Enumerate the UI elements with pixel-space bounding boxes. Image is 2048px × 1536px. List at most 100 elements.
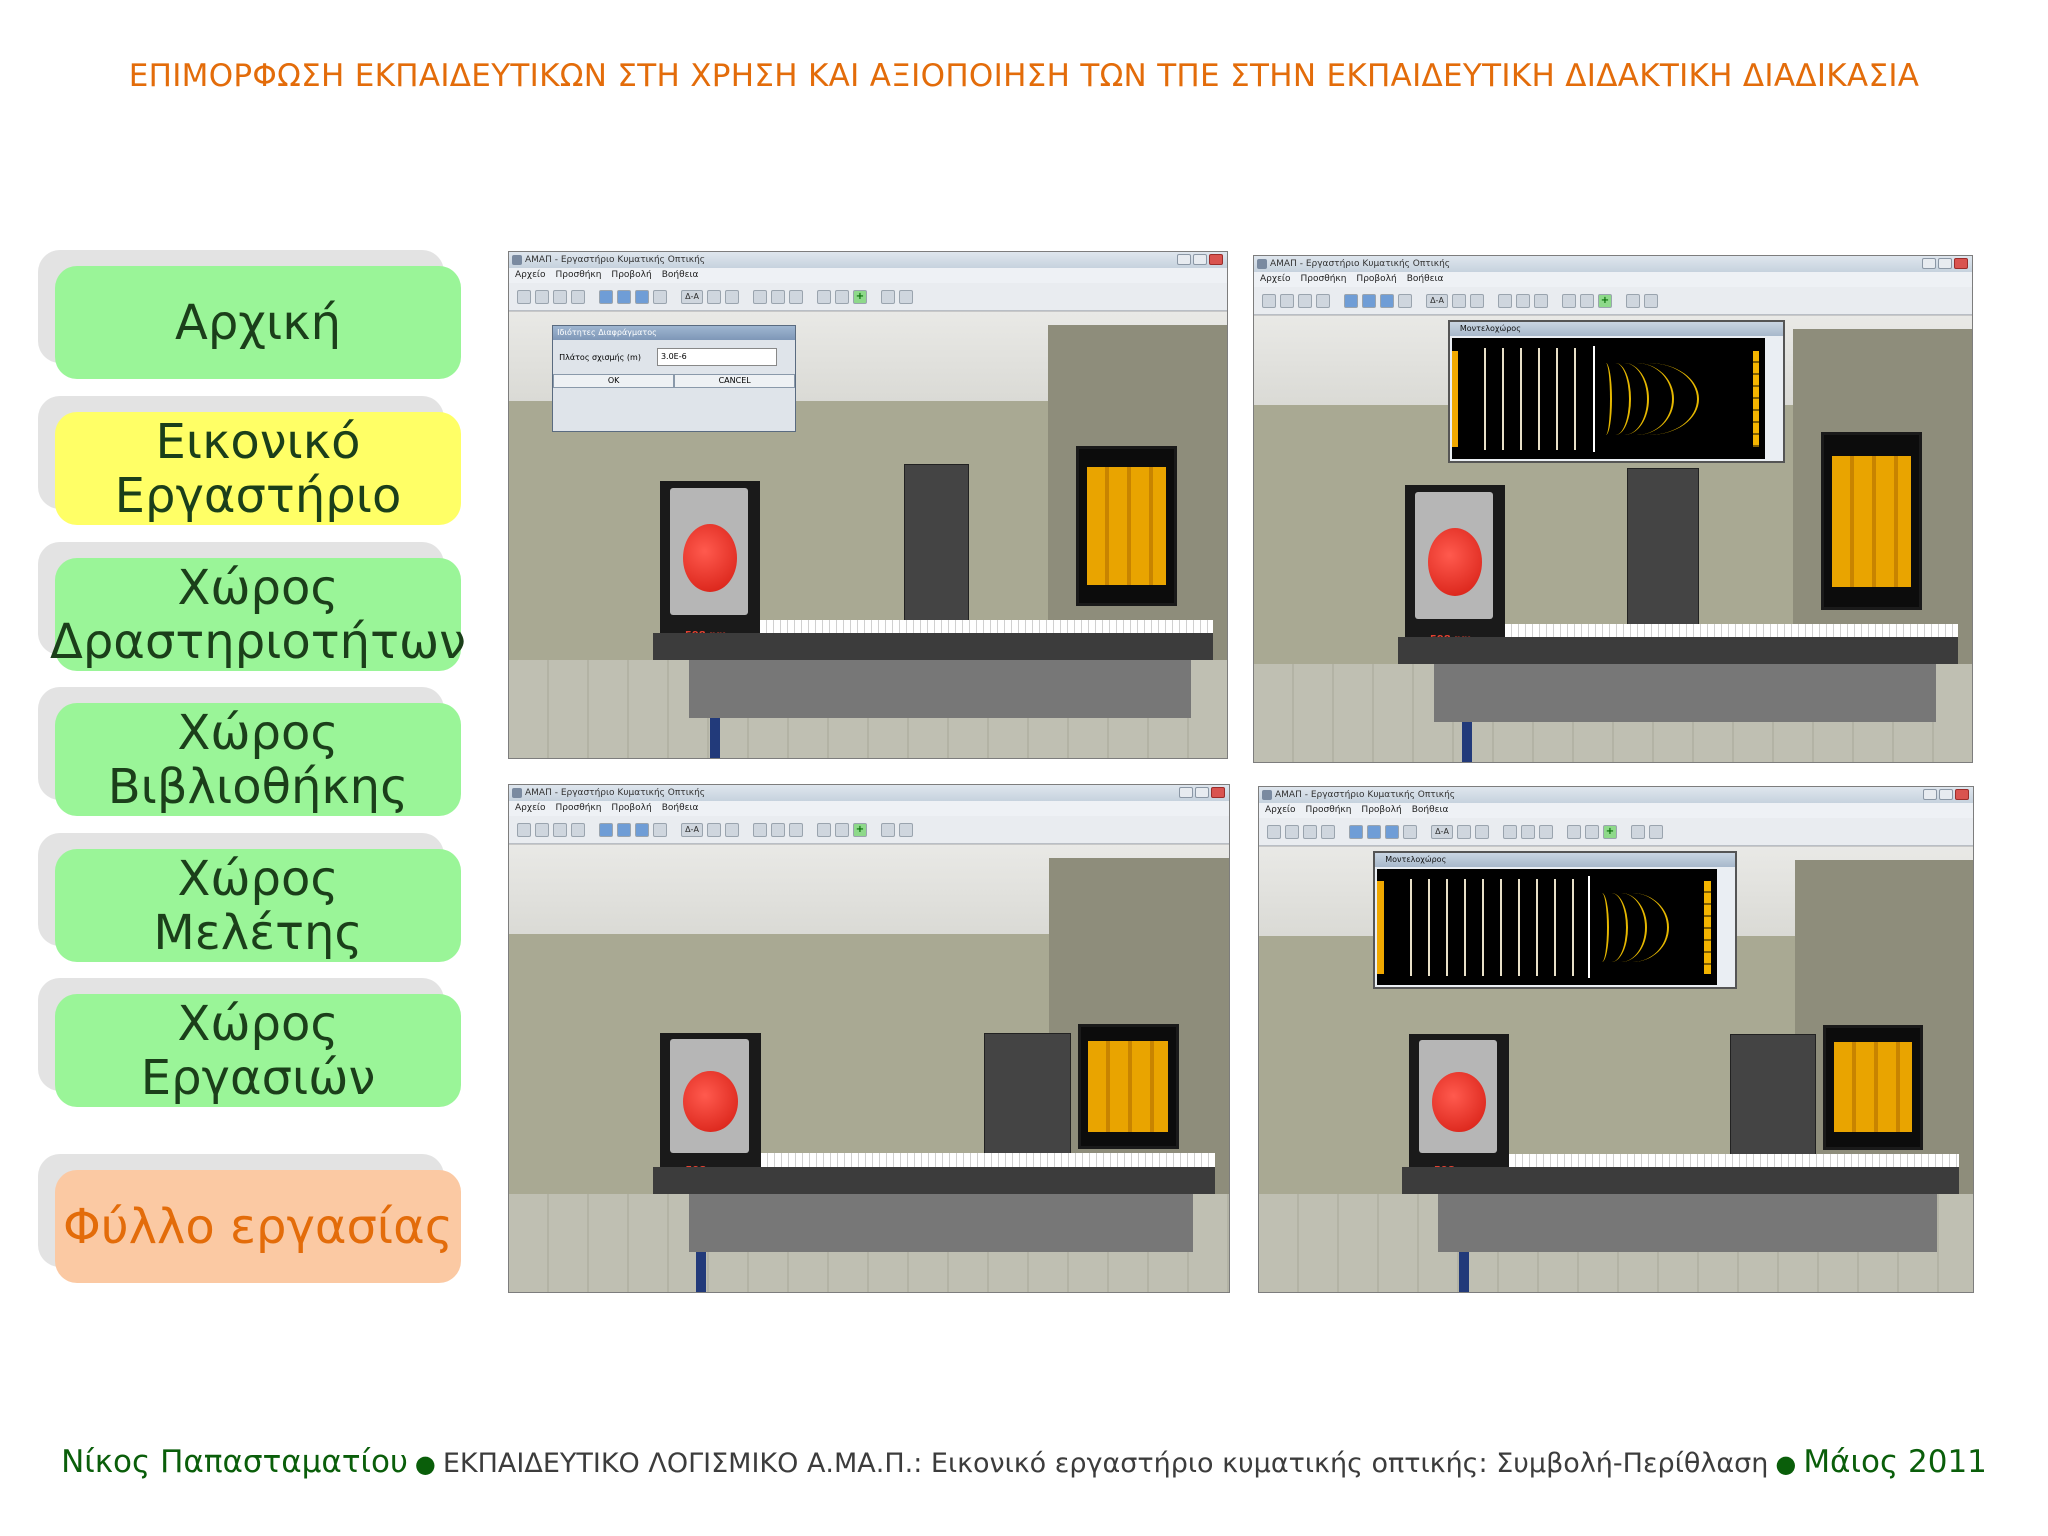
da-button[interactable]: Δ-Α [1426, 293, 1448, 308]
pan-icon[interactable] [753, 289, 767, 304]
nav-worksheet-button[interactable]: Φύλλο εργασίας [38, 1154, 462, 1283]
zoom-in-icon[interactable] [1457, 824, 1471, 839]
view-icon[interactable] [599, 289, 613, 304]
print-icon[interactable] [571, 289, 585, 304]
nav-activities-button[interactable]: Χώρος Δραστηριοτήτων [38, 542, 466, 671]
ok-button[interactable]: OK [553, 374, 675, 389]
aperture-panel[interactable] [1627, 467, 1700, 629]
select-icon[interactable] [1567, 824, 1581, 839]
save-icon[interactable] [1303, 824, 1317, 839]
orbit-icon[interactable] [789, 822, 803, 837]
save-icon[interactable] [553, 289, 567, 304]
lab-scene[interactable]: 598 nm Μοντελοχώρος [1259, 847, 1973, 1292]
model-space-window[interactable]: Μοντελοχώρος [1447, 320, 1786, 464]
projection-screen[interactable] [1077, 1023, 1179, 1149]
maximize-icon[interactable] [1195, 787, 1209, 798]
select-icon[interactable] [817, 822, 831, 837]
nav-home-button[interactable]: Αρχική [38, 250, 462, 379]
eraser-icon[interactable] [1649, 824, 1663, 839]
pencil-icon[interactable] [881, 289, 895, 304]
move-icon[interactable] [1516, 293, 1530, 308]
da-button[interactable]: Δ-Α [681, 289, 703, 304]
zoom-out-icon[interactable] [1475, 824, 1489, 839]
orbit-icon[interactable] [1539, 824, 1553, 839]
aperture-panel[interactable] [984, 1032, 1071, 1167]
minimize-icon[interactable] [1177, 254, 1191, 265]
view-icon[interactable] [1349, 824, 1363, 839]
print-icon[interactable] [1321, 824, 1335, 839]
move-icon[interactable] [771, 289, 785, 304]
add-icon[interactable]: + [1598, 293, 1612, 308]
nav-assignments-button[interactable]: Χώρος Εργασιών [38, 978, 462, 1107]
lab-scene[interactable]: 598 nm Μοντελοχώρος [1254, 316, 1972, 762]
light-source[interactable]: 598 nm [1408, 1033, 1509, 1186]
orbit-icon[interactable] [789, 289, 803, 304]
window-controls[interactable] [1922, 258, 1968, 269]
move-icon[interactable] [771, 822, 785, 837]
camera-icon[interactable] [1362, 293, 1376, 308]
add-icon[interactable]: + [853, 289, 867, 304]
projection-screen[interactable] [1076, 445, 1177, 607]
minimize-icon[interactable] [1922, 258, 1936, 269]
view-icon[interactable] [599, 822, 613, 837]
menu-help[interactable]: Βοήθεια [661, 270, 699, 280]
nav-virtual-lab-label[interactable]: Εικονικό Εργαστήριο [55, 412, 461, 525]
pan-icon[interactable] [753, 822, 767, 837]
new-icon[interactable] [1267, 824, 1281, 839]
nav-home-label[interactable]: Αρχική [55, 266, 461, 379]
eraser-icon[interactable] [899, 289, 913, 304]
add-icon[interactable]: + [1603, 824, 1617, 839]
window-controls[interactable] [1177, 254, 1223, 265]
maximize-icon[interactable] [1938, 258, 1952, 269]
pencil-icon[interactable] [881, 822, 895, 837]
maximize-icon[interactable] [1939, 789, 1953, 800]
da-button[interactable]: Δ-Α [1431, 824, 1453, 839]
minimize-icon[interactable] [1923, 789, 1937, 800]
reset-icon[interactable] [653, 289, 667, 304]
view-icon[interactable] [1344, 293, 1358, 308]
aperture-panel[interactable] [1730, 1033, 1816, 1168]
menu-add[interactable]: Προσθήκη [555, 270, 602, 280]
menu-view[interactable]: Προβολή [1356, 274, 1397, 284]
nav-library-label[interactable]: Χώρος Βιβλιοθήκης [55, 703, 461, 816]
zoom-in-icon[interactable] [707, 822, 721, 837]
menu-add[interactable]: Προσθήκη [555, 803, 602, 813]
window-controls[interactable] [1179, 787, 1225, 798]
open-icon[interactable] [1280, 293, 1294, 308]
nav-virtual-lab-button[interactable]: Εικονικό Εργαστήριο [38, 396, 462, 525]
projection-screen[interactable] [1821, 431, 1922, 611]
lab-scene[interactable]: 598 nm [509, 845, 1229, 1292]
model-space-window[interactable]: Μοντελοχώρος [1373, 851, 1738, 990]
pan-icon[interactable] [1503, 824, 1517, 839]
camera-icon[interactable] [1367, 824, 1381, 839]
close-icon[interactable] [1955, 789, 1969, 800]
open-icon[interactable] [535, 289, 549, 304]
nav-assignments-label[interactable]: Χώρος Εργασιών [55, 994, 461, 1107]
zoom-out-icon[interactable] [1470, 293, 1484, 308]
nav-study-button[interactable]: Χώρος Μελέτης [38, 833, 462, 962]
select-icon[interactable] [1562, 293, 1576, 308]
rotate-icon[interactable] [635, 289, 649, 304]
move-icon[interactable] [1521, 824, 1535, 839]
light-source[interactable]: 598 nm [659, 481, 761, 651]
zoom-out-icon[interactable] [725, 289, 739, 304]
screen-icon[interactable] [1585, 824, 1599, 839]
maximize-icon[interactable] [1193, 254, 1207, 265]
new-icon[interactable] [517, 289, 531, 304]
menu-add[interactable]: Προσθήκη [1305, 805, 1352, 815]
rotate-icon[interactable] [1385, 824, 1399, 839]
menu-help[interactable]: Βοήθεια [1406, 274, 1444, 284]
menu-file[interactable]: Αρχείο [1265, 805, 1296, 815]
rotate-icon[interactable] [635, 822, 649, 837]
menu-file[interactable]: Αρχείο [515, 270, 546, 280]
da-button[interactable]: Δ-Α [681, 822, 703, 837]
light-source[interactable]: 598 nm [1404, 485, 1506, 655]
camera-icon[interactable] [617, 289, 631, 304]
menu-view[interactable]: Προβολή [611, 270, 652, 280]
save-icon[interactable] [1298, 293, 1312, 308]
print-icon[interactable] [1316, 293, 1330, 308]
rotate-icon[interactable] [1380, 293, 1394, 308]
cancel-button[interactable]: CANCEL [674, 374, 796, 389]
zoom-out-icon[interactable] [725, 822, 739, 837]
print-icon[interactable] [571, 822, 585, 837]
